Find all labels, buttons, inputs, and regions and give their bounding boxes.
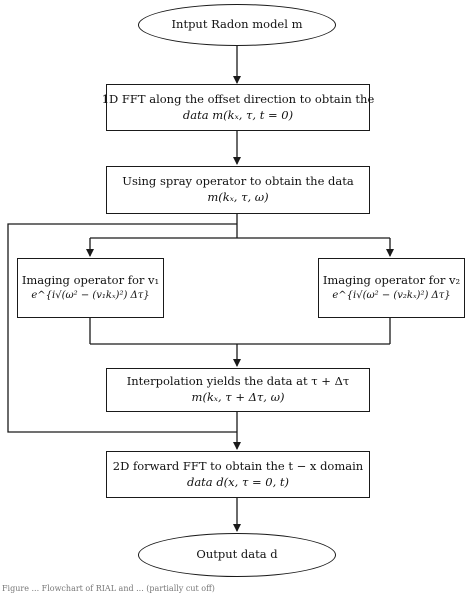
input-node: Intput Radon model m <box>138 4 336 46</box>
output-node: Output data d <box>138 533 336 577</box>
fft2d-node: 2D forward FFT to obtain the t − x domai… <box>106 451 370 498</box>
figure-caption: Figure ... Flowchart of RIAL and ... (pa… <box>2 584 215 593</box>
fft2d-node-line2: data d(x, τ = 0, t) <box>186 474 290 489</box>
imaging-v2-line1: Imaging operator for v₂ <box>322 273 461 288</box>
fft1d-node: 1D FFT along the offset direction to obt… <box>102 84 374 131</box>
interpolation-line1: Interpolation yields the data at τ + Δτ <box>126 374 350 389</box>
interpolation-line2: m(kₓ, τ + Δτ, ω) <box>191 390 285 404</box>
output-node-label: Output data d <box>196 547 278 562</box>
spray-node: Using spray operator to obtain the data … <box>106 166 370 214</box>
imaging-v1-line1: Imaging operator for v₁ <box>21 273 160 288</box>
imaging-v1-line2: e^{i√(ω² − (v₁kₓ)²) Δτ} <box>31 290 150 301</box>
fft1d-node-line1: 1D FFT along the offset direction to obt… <box>101 91 375 106</box>
input-node-label: Intput Radon model m <box>171 17 303 32</box>
interpolation-node: Interpolation yields the data at τ + Δτ … <box>106 368 370 412</box>
imaging-v2-line2: e^{i√(ω² − (v₂kₓ)²) Δτ} <box>332 290 451 301</box>
imaging-v2-node: Imaging operator for v₂ e^{i√(ω² − (v₂kₓ… <box>318 258 465 318</box>
fft2d-node-line1: 2D forward FFT to obtain the t − x domai… <box>112 458 364 473</box>
imaging-v1-node: Imaging operator for v₁ e^{i√(ω² − (v₁kₓ… <box>17 258 164 318</box>
fft1d-node-line2: data m(kₓ, τ, t = 0) <box>182 107 294 122</box>
spray-node-line2: m(kₓ, τ, ω) <box>207 190 269 204</box>
loop-back-line <box>7 223 237 433</box>
spray-node-line1: Using spray operator to obtain the data <box>122 174 354 189</box>
